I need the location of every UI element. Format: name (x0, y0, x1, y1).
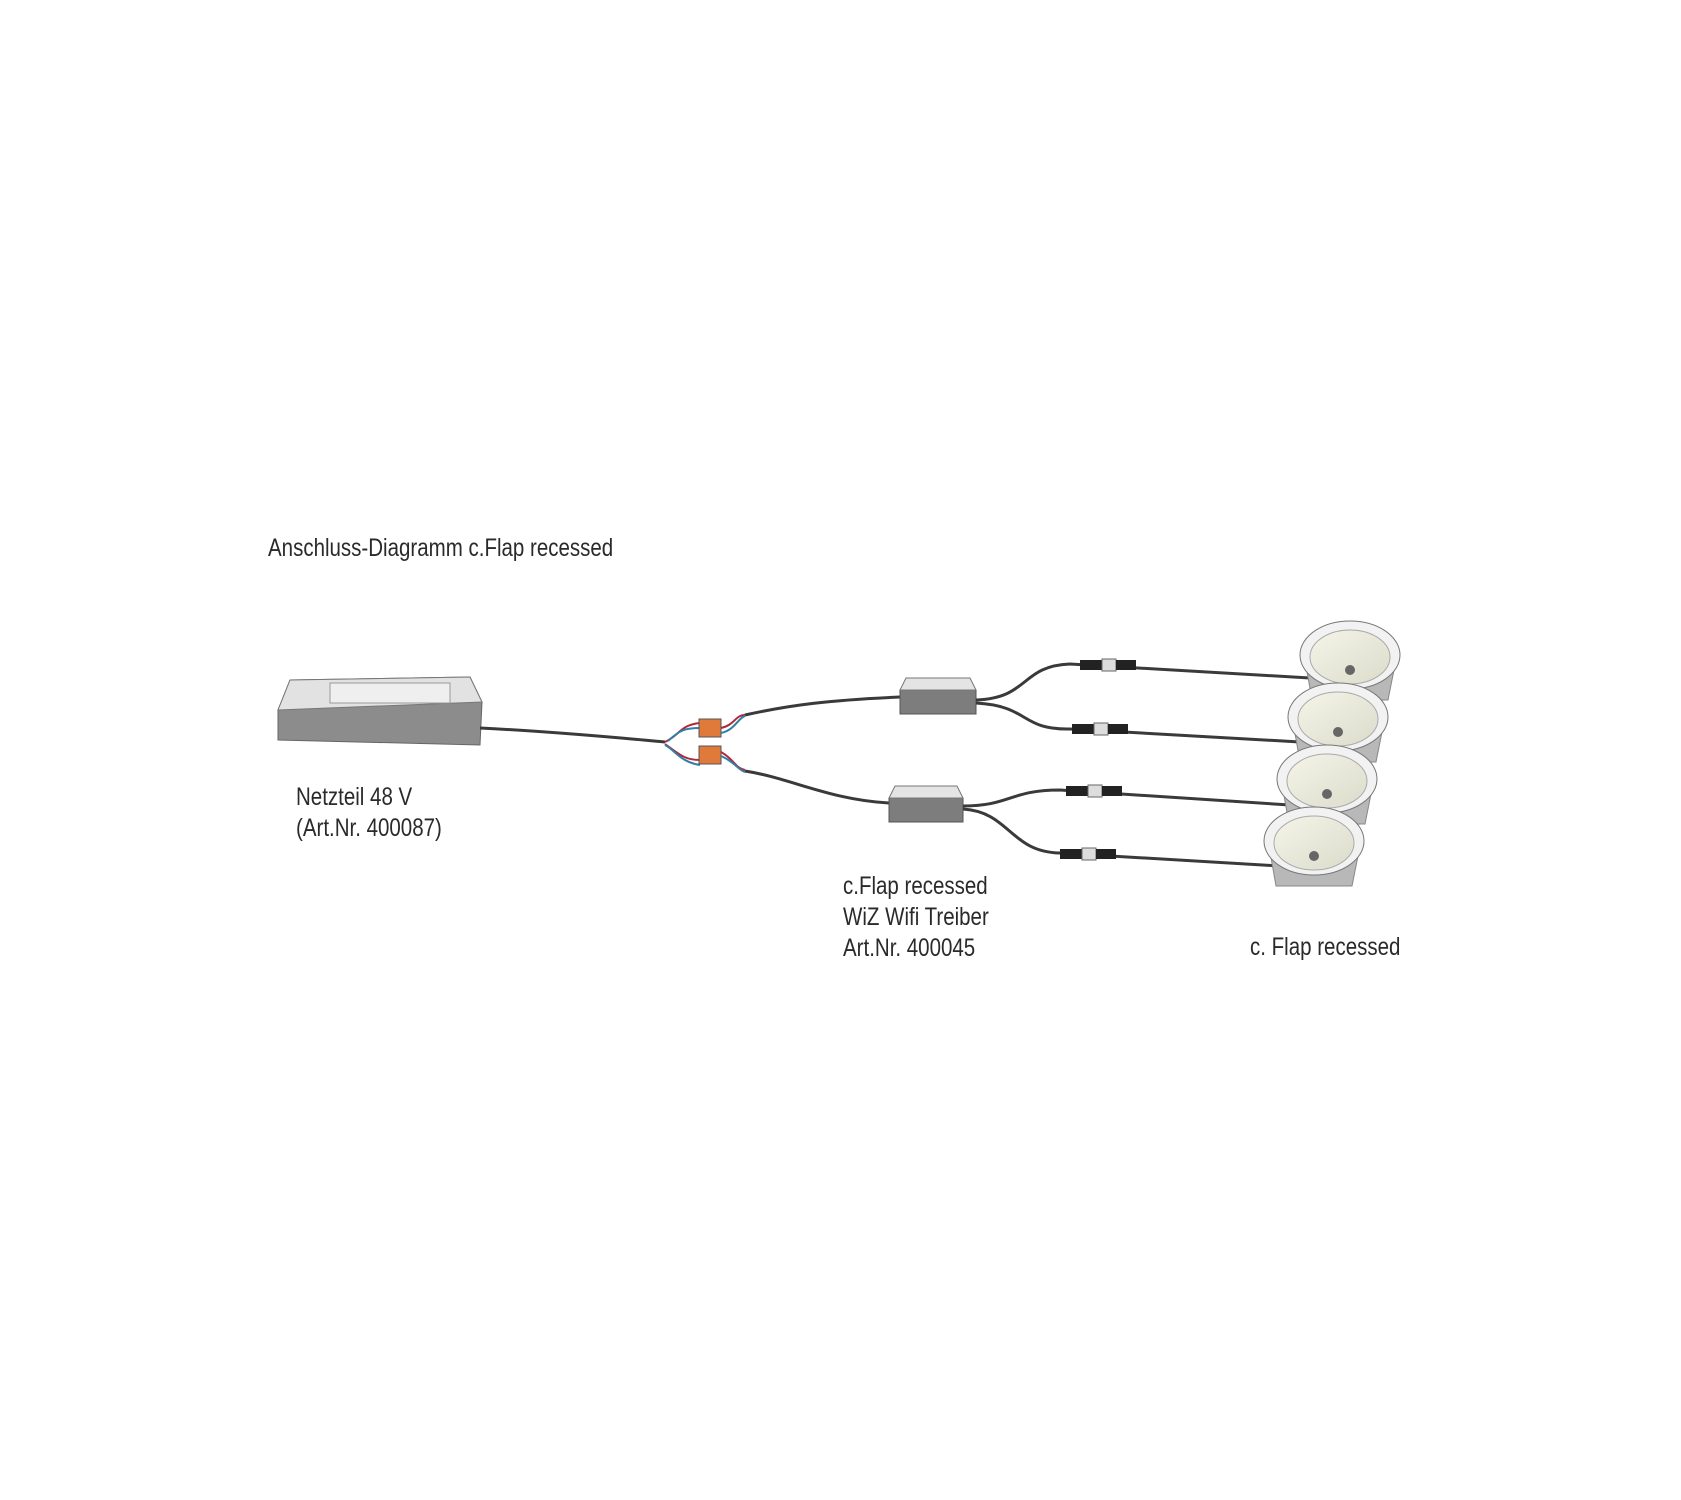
cable-to-driver-1 (744, 695, 901, 717)
power-supply-name: Netzteil 48 V (296, 783, 413, 811)
lamp (1263, 806, 1365, 887)
power-supply-label: Netzteil 48 V (Art.Nr. 400087) (296, 782, 442, 844)
luminaire-label: c. Flap recessed (1250, 933, 1401, 961)
wifi-driver-1 (899, 677, 977, 715)
wifi-driver-2 (888, 785, 964, 823)
driver-article: Art.Nr. 400045 (843, 934, 976, 962)
branch-cables (962, 662, 1311, 868)
wire-connectors (664, 714, 746, 773)
recessed-lamps (1263, 620, 1401, 887)
power-supply (277, 676, 483, 746)
power-supply-article: (Art.Nr. 400087) (296, 814, 442, 842)
cable-to-driver-2 (744, 769, 890, 805)
driver-label: c.Flap recessed WiZ Wifi Treiber Art.Nr.… (843, 871, 989, 964)
inline-plugs (1060, 658, 1136, 861)
driver-type: WiZ Wifi Treiber (843, 903, 989, 931)
lamp (1287, 682, 1389, 763)
diagram-title: Anschluss-Diagramm c.Flap recessed (268, 534, 614, 562)
driver-name: c.Flap recessed (843, 872, 988, 900)
main-cable (479, 726, 666, 744)
